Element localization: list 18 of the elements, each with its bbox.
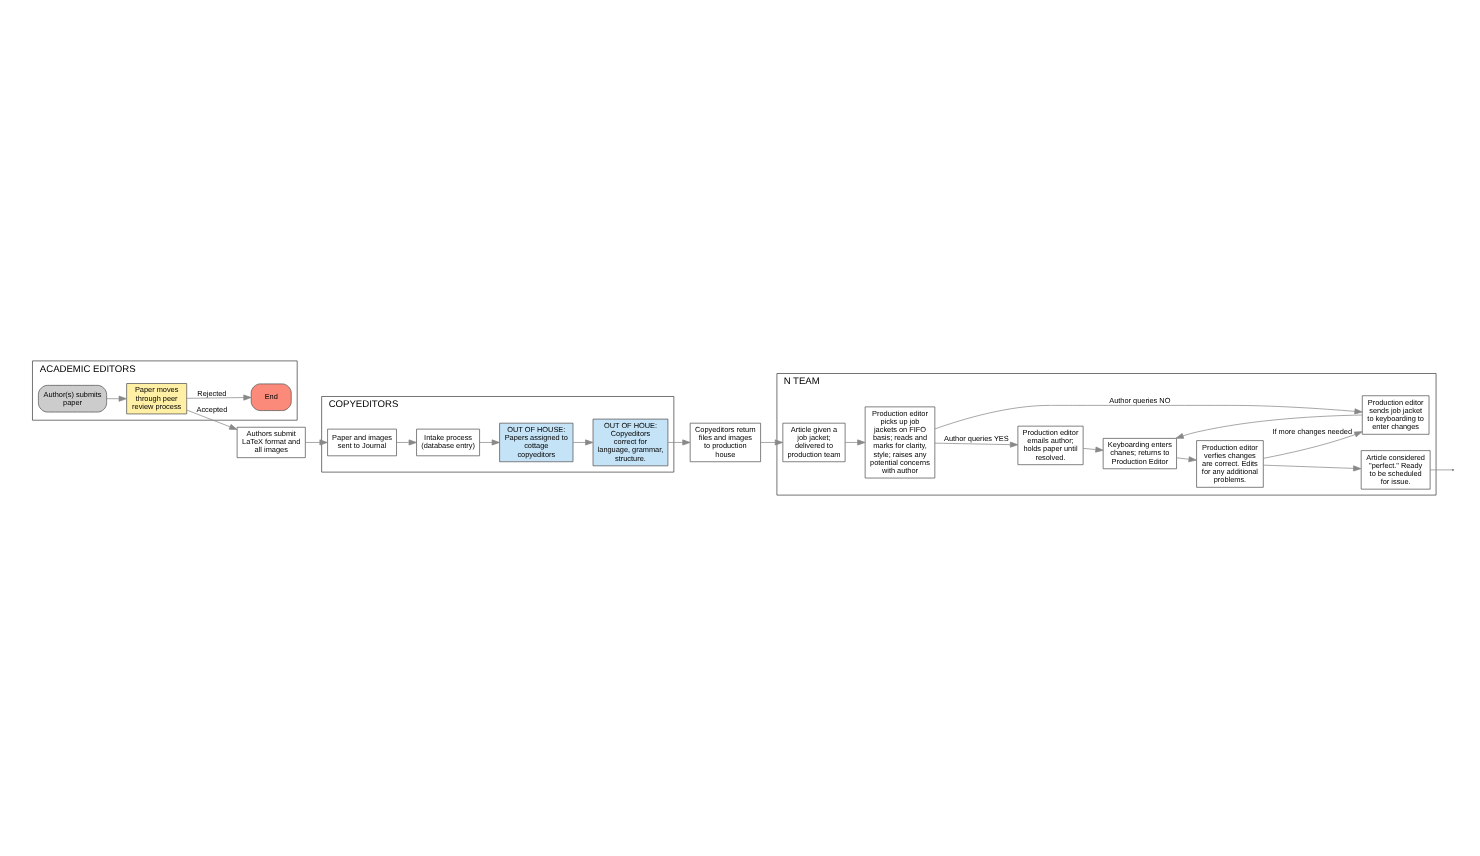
arrow (305, 439, 328, 446)
arrow (106, 395, 127, 402)
arrow (572, 439, 594, 446)
connector (1429, 469, 1453, 471)
arrow (479, 439, 500, 446)
arrow (1175, 414, 1363, 439)
arrow (760, 439, 783, 446)
arrow (1082, 446, 1104, 453)
arrow (1262, 464, 1362, 472)
arrow (1176, 456, 1197, 463)
arrow (1263, 431, 1363, 459)
arrow (396, 439, 417, 446)
arrow (667, 439, 691, 446)
arrow (934, 405, 1363, 430)
arrow (186, 409, 238, 430)
arrow (844, 439, 866, 446)
arrow (186, 394, 252, 401)
arrow (934, 441, 1019, 448)
